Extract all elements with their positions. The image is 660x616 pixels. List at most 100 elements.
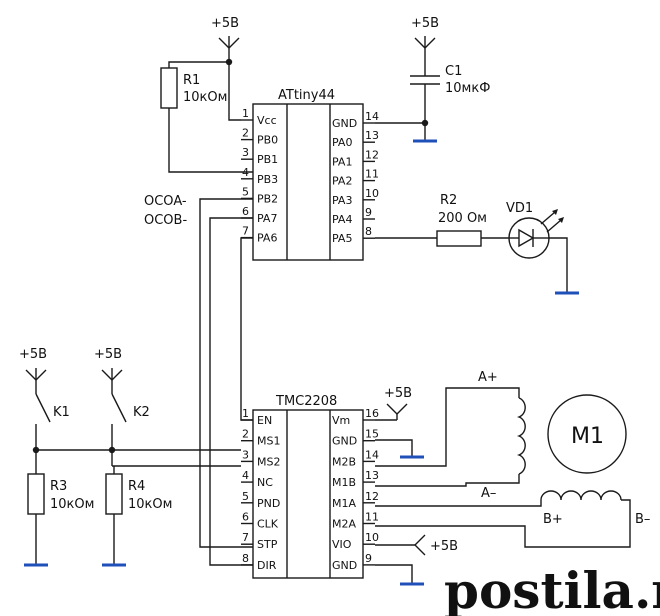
svg-text:R4: R4 bbox=[128, 479, 145, 494]
resistor-r4: R4 10кОм bbox=[105, 466, 172, 564]
supply-symbol-k1: +5В bbox=[19, 347, 47, 386]
attiny44-pin-name: PB2 bbox=[257, 192, 278, 205]
tmc2208-pin-name: CLK bbox=[257, 518, 279, 531]
attiny44-pin-number: 5 bbox=[242, 185, 249, 198]
led-vd1: VD1 bbox=[506, 201, 564, 259]
tmc2208-pin-number: 9 bbox=[365, 552, 372, 565]
supply-symbol-c1: +5В bbox=[411, 16, 439, 76]
svg-text:R3: R3 bbox=[50, 479, 67, 494]
svg-text:+5В: +5В bbox=[384, 386, 412, 401]
tmc2208-pin-name: M2B bbox=[332, 455, 356, 468]
svg-text:M1: M1 bbox=[571, 424, 604, 449]
attiny44-pin-name: PA7 bbox=[257, 212, 277, 225]
tmc2208-pin-number: 8 bbox=[242, 552, 249, 565]
capacitor-c1: C1 10мкФ bbox=[410, 64, 490, 140]
tmc2208-pin-number: 16 bbox=[365, 407, 379, 420]
tmc2208-pin-number: 6 bbox=[242, 511, 249, 524]
wire-pa6-en bbox=[240, 237, 253, 421]
wire-gnd15 bbox=[375, 439, 413, 456]
resistor-r1: R1 10кОм bbox=[160, 67, 227, 109]
svg-text:R1: R1 bbox=[183, 73, 200, 88]
supply-symbol-vio: +5В bbox=[414, 534, 458, 556]
tmc2208-pin-name: M2A bbox=[332, 518, 356, 531]
svg-text:+5В: +5В bbox=[211, 16, 239, 31]
tmc2208-pin-number: 2 bbox=[242, 428, 249, 441]
attiny44-pin-name: PA4 bbox=[332, 213, 352, 226]
wire-r1-pb3 bbox=[168, 108, 253, 173]
tmc2208-pin-name: DIR bbox=[257, 559, 277, 572]
tmc2208-pin-name: STP bbox=[257, 538, 278, 551]
svg-text:C1: C1 bbox=[445, 64, 462, 79]
tmc2208-pin-number: 3 bbox=[242, 448, 249, 461]
attiny44-body bbox=[252, 103, 364, 261]
tmc2208-pin-number: 15 bbox=[365, 428, 379, 441]
watermark-text: postila.ru bbox=[444, 561, 660, 616]
tmc2208-pin-name: NC bbox=[257, 476, 273, 489]
resistor-r2: R2 200 Ом bbox=[436, 193, 487, 247]
attiny44-pin-name: PA2 bbox=[332, 175, 352, 188]
attiny44-pin-name: PA6 bbox=[257, 232, 277, 245]
switch-k1: K1 bbox=[35, 386, 70, 450]
attiny44-pin-number: 7 bbox=[242, 225, 249, 238]
wire-m2a bbox=[375, 499, 631, 548]
tmc2208-pin-name: GND bbox=[332, 559, 357, 572]
tmc2208-pin-number: 11 bbox=[365, 511, 379, 524]
coil-winding-a bbox=[516, 397, 526, 475]
attiny44-pin-name: PB0 bbox=[257, 134, 278, 147]
tmc2208-pin-number: 10 bbox=[365, 531, 379, 544]
attiny44-pin-name: PA0 bbox=[332, 136, 352, 149]
svg-text:200 Ом: 200 Ом bbox=[438, 211, 487, 226]
wire-m2b bbox=[375, 387, 520, 467]
attiny44-pin-number: 9 bbox=[365, 206, 372, 219]
attiny44-pin-number: 1 bbox=[242, 107, 249, 120]
svg-text:+5В: +5В bbox=[411, 16, 439, 31]
attiny44-pin-name: PB1 bbox=[257, 153, 278, 166]
attiny44-pin-number: 11 bbox=[365, 168, 379, 181]
signal-ocob-label: OCOB- bbox=[144, 213, 187, 228]
attiny44-pin-number: 14 bbox=[365, 110, 379, 123]
svg-text:+5В: +5В bbox=[430, 539, 458, 554]
label-a-plus: A+ bbox=[478, 370, 498, 385]
svg-text:10кОм: 10кОм bbox=[128, 497, 172, 512]
wire-pa7-dir bbox=[209, 217, 253, 566]
supply-symbol-k2: +5В bbox=[94, 347, 123, 386]
tmc2208-pin-name: EN bbox=[257, 414, 272, 427]
tmc2208-pin-number: 13 bbox=[365, 469, 379, 482]
tmc2208-pin-name: PND bbox=[257, 497, 280, 510]
tmc2208-pin-name: Vm bbox=[332, 414, 350, 427]
svg-text:10мкФ: 10мкФ bbox=[445, 81, 490, 96]
label-b-minus: B– bbox=[635, 512, 650, 527]
svg-text:+5В: +5В bbox=[94, 347, 122, 362]
tmc2208-pin-name: VIO bbox=[332, 538, 352, 551]
tmc2208-pin-number: 14 bbox=[365, 448, 379, 461]
tmc2208-body bbox=[252, 409, 364, 579]
tmc2208-pin-name: MS2 bbox=[257, 455, 280, 468]
tmc2208-pin-name: MS1 bbox=[257, 435, 280, 448]
svg-text:VD1: VD1 bbox=[506, 201, 533, 216]
svg-text:R2: R2 bbox=[440, 193, 457, 208]
attiny44-pin-number: 8 bbox=[365, 225, 372, 238]
supply-symbol-top-left: +5В bbox=[211, 16, 240, 62]
attiny44-pin-name: PA1 bbox=[332, 155, 352, 168]
svg-text:10кОм: 10кОм bbox=[183, 90, 227, 105]
attiny44-label: ATtiny44 bbox=[278, 88, 335, 103]
attiny44-pin-number: 3 bbox=[242, 146, 249, 159]
attiny44-pin-name: PB3 bbox=[257, 173, 278, 186]
tmc2208-pin-number: 12 bbox=[365, 490, 379, 503]
signal-osca-label: OCOA- bbox=[144, 194, 187, 209]
attiny44-pin-number: 2 bbox=[242, 127, 249, 140]
attiny44-pin-number: 13 bbox=[365, 129, 379, 142]
svg-text:+5В: +5В bbox=[19, 347, 47, 362]
attiny44-pin-name: PA5 bbox=[332, 232, 352, 245]
wire-m1b bbox=[375, 474, 520, 487]
watermark: postila.ru bbox=[444, 561, 660, 616]
attiny44-pin-number: 12 bbox=[365, 148, 379, 161]
tmc2208-pin-number: 7 bbox=[242, 531, 249, 544]
attiny44-pin-name: GND bbox=[332, 117, 357, 130]
wire-pb2-stp bbox=[199, 198, 253, 548]
resistor-r3: R3 10кОм bbox=[27, 450, 94, 564]
